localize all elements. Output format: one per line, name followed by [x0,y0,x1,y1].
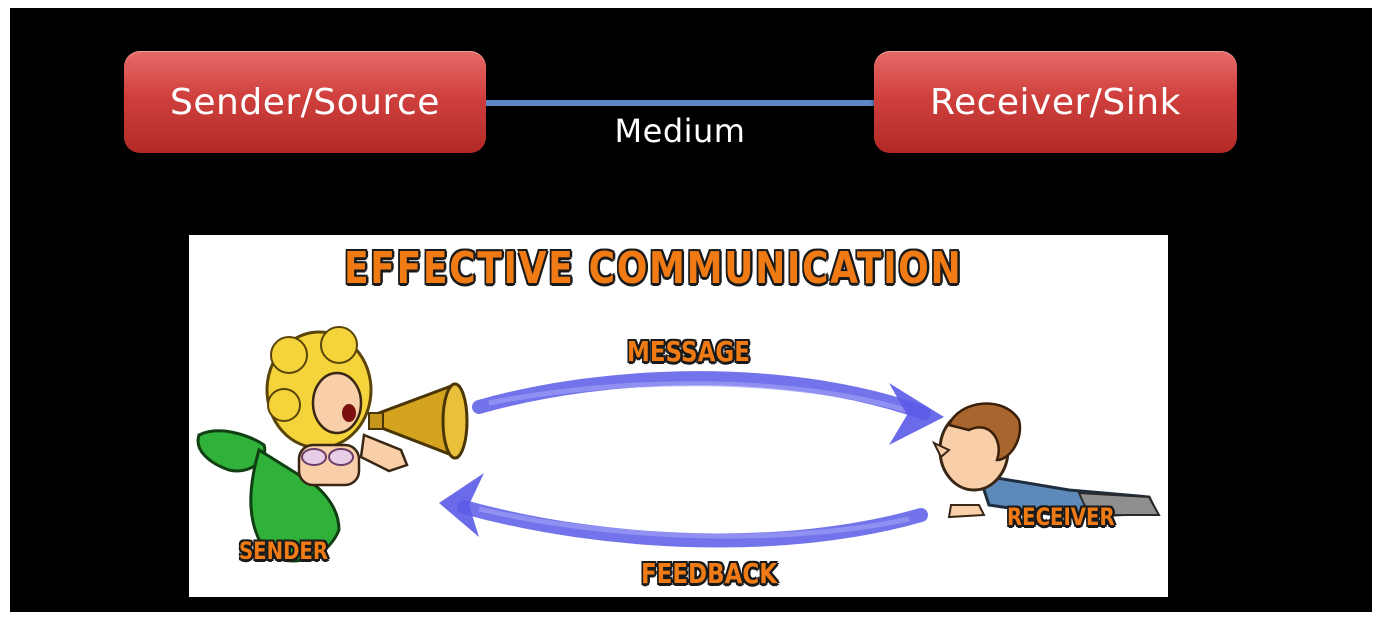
message-label: MESSAGE [627,335,750,368]
effective-communication-illustration: EFFECTIVE COMMUNICATION MESSAGE FEEDBACK… [189,235,1168,597]
illustration-art [196,326,1161,563]
feedback-arrow [439,473,928,548]
medium-connector-line [486,100,874,106]
receiver-sink-label: Receiver/Sink [930,81,1181,123]
feedback-label: FEEDBACK [641,557,778,590]
medium-label: Medium [614,112,746,150]
slide: Sender/Source Medium Receiver/Sink [10,8,1372,612]
illustration-title: EFFECTIVE COMMUNICATION [344,243,963,294]
sender-source-box: Sender/Source [124,51,486,153]
message-arrow [472,371,944,445]
receiver-character [931,402,1161,519]
sender-mermaid-character [196,326,409,563]
receiver-sink-box: Receiver/Sink [874,51,1237,153]
receiver-label: RECEIVER [1007,503,1115,531]
megaphone [368,382,469,460]
sender-label: SENDER [239,537,329,565]
sender-source-label: Sender/Source [170,81,440,123]
